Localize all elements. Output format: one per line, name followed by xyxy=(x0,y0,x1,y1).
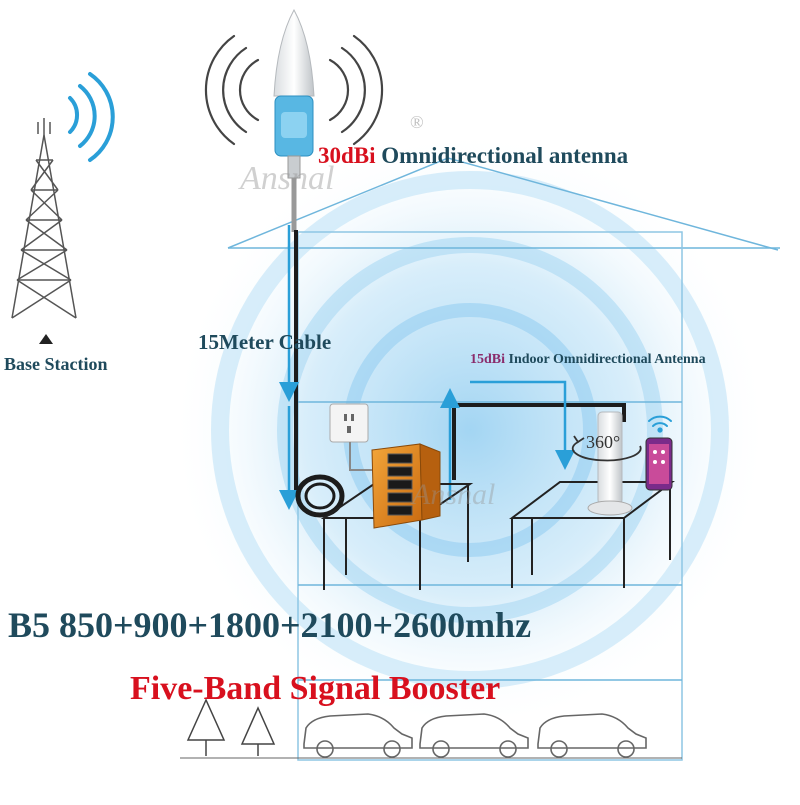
phone-icon xyxy=(645,437,673,491)
booster-screens xyxy=(387,453,413,516)
car-icon xyxy=(537,713,647,758)
booster-band-screen xyxy=(387,505,413,516)
product-title: Five-Band Signal Booster xyxy=(130,670,501,707)
signal-booster-device xyxy=(371,443,441,529)
cable-coil xyxy=(295,474,345,518)
base-station-marker xyxy=(39,334,53,344)
feeder-cable xyxy=(294,230,626,490)
cable-label: 15Meter Cable xyxy=(198,330,332,354)
power-socket xyxy=(329,403,369,443)
booster-band-screen xyxy=(387,466,413,477)
rotation-label: 360° xyxy=(586,432,621,452)
outdoor-antenna-waves xyxy=(204,34,384,146)
car-icon xyxy=(303,713,413,758)
indoor-antenna-label: 15dBi Indoor Omnidirectional Antenna xyxy=(470,352,706,368)
booster-band-screen xyxy=(387,479,413,490)
rotation-arrow-icon xyxy=(571,435,642,462)
indoor-antenna xyxy=(587,411,633,516)
indoor-antenna-name: Indoor Omnidirectional Antenna xyxy=(508,352,706,367)
outdoor-antenna-gain: 30dBi xyxy=(318,143,376,168)
watermark: Ansnal xyxy=(412,478,496,511)
watermark: Ansnal xyxy=(240,160,335,197)
base-station-tower xyxy=(11,118,77,319)
wifi-icon xyxy=(648,415,672,433)
car-icon xyxy=(419,713,529,758)
outdoor-antenna-name: Omnidirectional antenna xyxy=(381,143,629,168)
tree-icon xyxy=(186,698,276,756)
tower-signal-waves xyxy=(68,72,115,162)
outdoor-antenna-label: 30dBi Omnidirectional antenna xyxy=(318,143,628,169)
booster-band-screen xyxy=(387,492,413,503)
house-outline xyxy=(180,157,780,761)
outdoor-antenna xyxy=(273,8,315,232)
signal-flow-arrows xyxy=(279,225,575,510)
booster-band-screen xyxy=(387,453,413,464)
base-station-label: Base Staction xyxy=(4,354,108,374)
frequency-bands-title: B5 850+900+1800+2100+2600mhz xyxy=(8,605,532,645)
indoor-antenna-gain: 15dBi xyxy=(470,352,506,367)
registered-mark: ® xyxy=(410,112,424,132)
